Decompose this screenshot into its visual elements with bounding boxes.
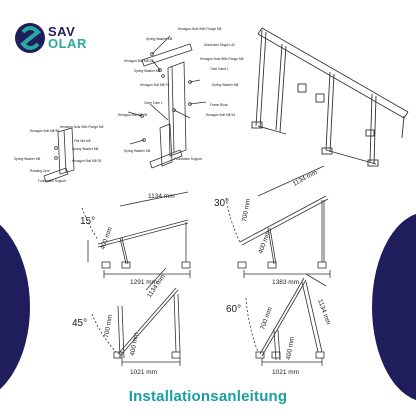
part-label: Hexagon Bolt M8*25 bbox=[124, 59, 153, 63]
brand-line2: OLAR bbox=[48, 36, 87, 51]
angle-label: 30° bbox=[214, 198, 229, 209]
part-label: Hexagon Bolt M8*16 bbox=[206, 113, 235, 117]
dimension-label: 1021 mm bbox=[130, 369, 157, 376]
dimension-label: 400 mm bbox=[129, 332, 140, 356]
part-label: Spring Washer M8 bbox=[134, 69, 161, 73]
dimension-label: 700 mm bbox=[241, 198, 252, 222]
part-label: Aluminium Single L40 bbox=[204, 43, 235, 47]
diagram-30-degrees: 30° 1134 mm 700 mm 400 mm 1383 mm bbox=[214, 165, 331, 286]
part-label: Hexagon Bolt M8*50 bbox=[30, 129, 59, 133]
frame-perspective-view bbox=[251, 27, 409, 167]
part-label: Spring Washer M8 bbox=[72, 147, 99, 151]
dimension-label: 700 mm bbox=[103, 314, 114, 338]
part-label: Frame Block bbox=[210, 103, 228, 107]
part-label: Tube Insert L bbox=[210, 67, 229, 71]
dimension-label: 400 mm bbox=[285, 336, 296, 360]
part-label: Hexagon Nuts With Flange M8 bbox=[178, 27, 222, 31]
part-label: Spring Washer M8 bbox=[212, 83, 239, 87]
brand-line1: SAV bbox=[48, 24, 76, 39]
part-label: Foundation Support bbox=[38, 179, 66, 183]
dimension-label: 1021 mm bbox=[272, 369, 299, 376]
dimension-label: 1134 mm bbox=[292, 169, 319, 188]
angle-label: 15° bbox=[80, 216, 95, 227]
part-label: Outer Tube L bbox=[144, 101, 163, 105]
page-title: Installationsanleitung bbox=[128, 388, 288, 405]
part-label: Hexagon Bolt M8*70 bbox=[140, 83, 169, 87]
savolar-logo-icon bbox=[15, 23, 45, 53]
angle-label: 60° bbox=[226, 304, 241, 315]
diagram-15-degrees: 15° 1134 mm 400 mm 1291 mm bbox=[80, 191, 191, 286]
diagram-45-degrees: 45° 1134 mm 700 mm 400 mm 1021 mm bbox=[72, 267, 181, 376]
dimension-label: 1383 mm bbox=[272, 279, 299, 286]
part-label: Hexagon Nuts With Flange M8 bbox=[60, 125, 104, 129]
part-label: Flat Nut M8 bbox=[74, 139, 91, 143]
dimension-label: 1291 mm bbox=[130, 279, 157, 286]
part-label: Spring Washer M8 bbox=[124, 149, 151, 153]
part-label: Spring Washer M8 bbox=[14, 157, 41, 161]
exploded-parts-view bbox=[43, 35, 207, 183]
dimension-label: 400 mm bbox=[257, 230, 272, 254]
angle-label: 45° bbox=[72, 318, 87, 329]
dimension-label: 1134 mm bbox=[148, 193, 175, 200]
dimension-label: 1134 mm bbox=[316, 298, 332, 325]
brand-wordmark: SAV OLAR bbox=[48, 24, 87, 51]
part-label: Foundation Support bbox=[174, 157, 202, 161]
dimension-label: 400 mm bbox=[99, 226, 114, 250]
dimension-label: 700 mm bbox=[259, 306, 274, 330]
part-label: Hexagon Bolt M8*35 bbox=[118, 113, 147, 117]
part-label: Hexagon Nuts With Flange M8 bbox=[200, 57, 244, 61]
part-label: Hexagon Bolt M8*25 bbox=[72, 159, 101, 163]
diagram-60-degrees: 60° 1134 mm 700 mm 400 mm 1021 mm bbox=[226, 273, 332, 376]
part-label: Rotating Joint bbox=[30, 169, 50, 173]
part-label: Spring Washer M8 bbox=[146, 37, 173, 41]
part-labels: Hexagon Nuts With Flange M8 Spring Washe… bbox=[14, 27, 244, 183]
